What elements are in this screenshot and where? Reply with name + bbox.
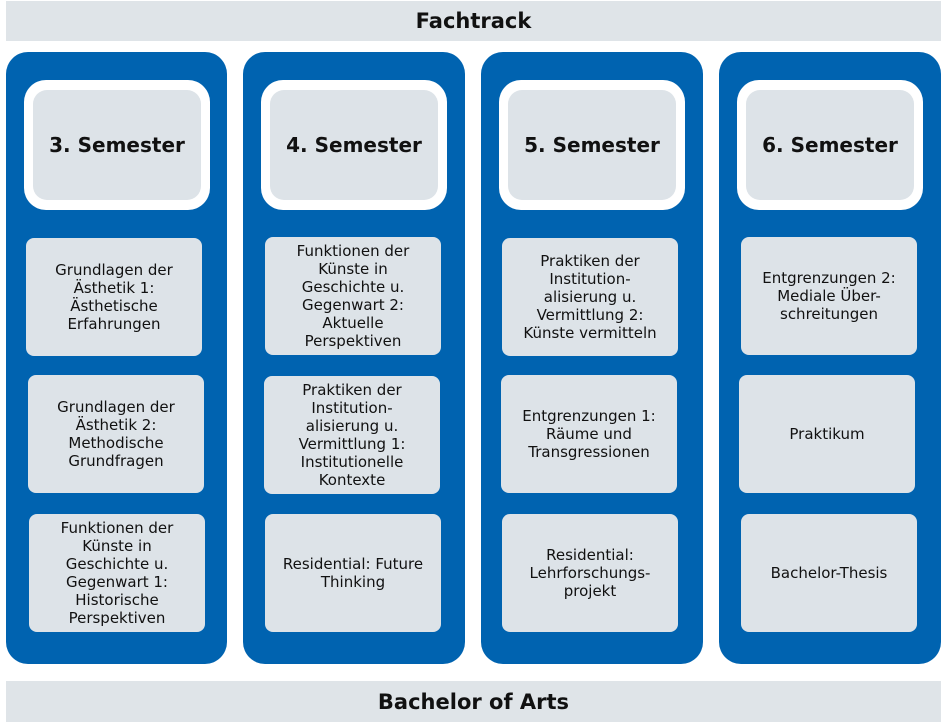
semester-column-5: 5. Semester Praktiken der Institution- a… [481, 52, 703, 664]
course-box: Funktionen der Künste in Geschichte u. G… [29, 514, 205, 632]
course-box: Praktiken der Institution- alisierung u.… [502, 238, 678, 356]
course-box: Residential: Lehrforschungs- projekt [502, 514, 678, 632]
fachtrack-header: Fachtrack [6, 1, 941, 41]
course-box: Entgrenzungen 2: Mediale Über- schreitun… [741, 237, 917, 355]
fachtrack-title: Fachtrack [415, 9, 532, 33]
semester-title: 6. Semester [746, 90, 914, 200]
course-box: Entgrenzungen 1: Räume und Transgression… [501, 375, 677, 493]
semester-column-4: 4. Semester Funktionen der Künste in Ges… [243, 52, 465, 664]
course-box: Bachelor-Thesis [741, 514, 917, 632]
bachelor-footer: Bachelor of Arts [6, 681, 941, 722]
course-box: Residential: Future Thinking [265, 514, 441, 632]
course-box: Praktiken der Institution- alisierung u.… [264, 376, 440, 494]
semester-title: 3. Semester [33, 90, 201, 200]
semester-header-box: 5. Semester [499, 80, 685, 210]
course-box: Grundlagen der Ästhetik 2: Methodische G… [28, 375, 204, 493]
course-box: Funktionen der Künste in Geschichte u. G… [265, 237, 441, 355]
course-box: Praktikum [739, 375, 915, 493]
semester-title: 4. Semester [270, 90, 438, 200]
semester-header-box: 4. Semester [261, 80, 447, 210]
course-box: Grundlagen der Ästhetik 1: Ästhetische E… [26, 238, 202, 356]
semester-header-box: 6. Semester [737, 80, 923, 210]
bachelor-title: Bachelor of Arts [377, 689, 570, 714]
semester-column-3: 3. Semester Grundlagen der Ästhetik 1: Ä… [6, 52, 227, 664]
semester-column-6: 6. Semester Entgrenzungen 2: Mediale Übe… [719, 52, 941, 664]
semester-title: 5. Semester [508, 90, 676, 200]
semester-header-box: 3. Semester [24, 80, 210, 210]
